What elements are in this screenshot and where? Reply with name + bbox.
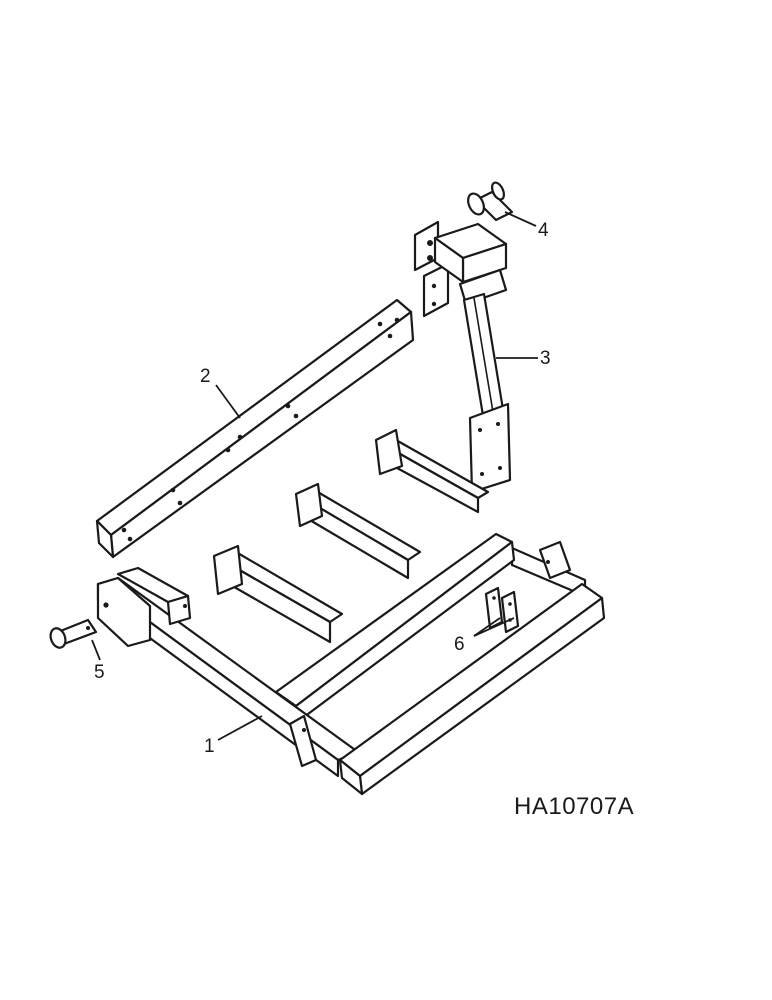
callout-3: 3 — [540, 348, 551, 369]
callout-5: 5 — [94, 662, 105, 683]
callout-4: 4 — [538, 220, 549, 241]
pin-part-4 — [467, 181, 514, 222]
figure-id: HA10707A — [514, 793, 634, 820]
callout-2: 2 — [200, 366, 211, 387]
bar-part-2 — [95, 298, 415, 559]
bracket-part-3 — [413, 220, 512, 494]
callout-1: 1 — [204, 736, 215, 757]
leader-lines — [91, 211, 538, 741]
frame-part-1 — [96, 428, 606, 796]
callout-6: 6 — [454, 634, 465, 655]
pin-part-5 — [49, 618, 98, 649]
